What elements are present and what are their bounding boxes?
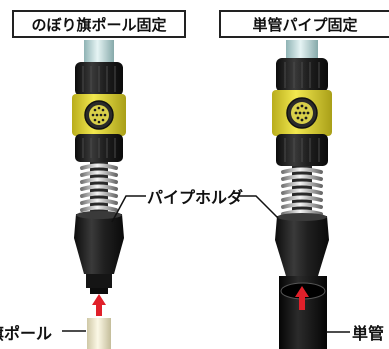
center-leaders [111, 195, 279, 223]
left-pole-bottom [87, 318, 111, 349]
left-pole-top [84, 40, 114, 66]
left-title-box: のぼり旗ポール固定 [12, 10, 186, 38]
right-pipe-label: 単管 [352, 324, 385, 343]
left-title: のぼり旗ポール固定 [31, 15, 167, 34]
right-title: 単管パイプ固定 [252, 15, 358, 34]
left-assembly [62, 40, 126, 349]
left-pipe-holder [74, 214, 124, 274]
left-pole-label: 旗ポール [0, 324, 53, 343]
right-spring [281, 167, 323, 216]
left-red-arrow [92, 294, 106, 316]
right-title-box: 単管パイプ固定 [219, 10, 389, 38]
right-red-arrow [295, 286, 309, 310]
left-spring [80, 163, 118, 212]
right-assembly [272, 40, 350, 349]
right-pipe-holder [275, 216, 329, 276]
center-label: パイプホルダ [147, 188, 244, 207]
